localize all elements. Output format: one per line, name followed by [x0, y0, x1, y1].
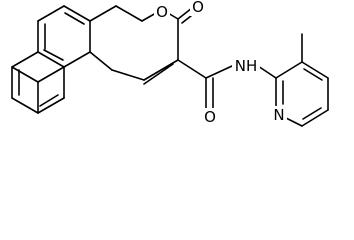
bond: [177, 7, 193, 20]
amide-nitrogen-label: NH: [235, 57, 258, 75]
bond: [303, 68, 323, 81]
bond: [301, 109, 329, 127]
atom-labels: O O O NH N: [154, 0, 287, 126]
lactone-oxygen-label: O: [192, 0, 204, 16]
bond: [63, 51, 91, 68]
bond: [115, 5, 143, 22]
chemical-structure-diagram: O O O NH N: [11, 0, 329, 127]
amide-oxygen-label: O: [204, 108, 216, 126]
bond: [43, 49, 64, 61]
bond: [89, 5, 117, 22]
bond: [11, 66, 39, 83]
bond: [143, 59, 179, 81]
bond: [89, 51, 113, 71]
bond: [205, 65, 233, 79]
bond: [37, 51, 65, 68]
bond: [275, 61, 303, 79]
bond: [64, 12, 85, 25]
bond: [285, 117, 303, 127]
bond: [301, 61, 329, 79]
bond: [37, 97, 65, 114]
bonds: [11, 5, 329, 127]
bond: [11, 51, 39, 68]
bond: [177, 59, 207, 79]
bond: [63, 5, 91, 22]
bond: [111, 69, 145, 81]
bond: [257, 65, 277, 79]
bond: [141, 12, 157, 22]
bond: [39, 94, 59, 107]
bond: [37, 5, 65, 22]
ring-oxygen-label: O: [156, 3, 168, 21]
bond: [143, 63, 174, 85]
bond: [11, 97, 39, 114]
bond: [302, 107, 322, 120]
bond: [37, 66, 65, 83]
pyridine-nitrogen-label: N: [273, 106, 284, 124]
